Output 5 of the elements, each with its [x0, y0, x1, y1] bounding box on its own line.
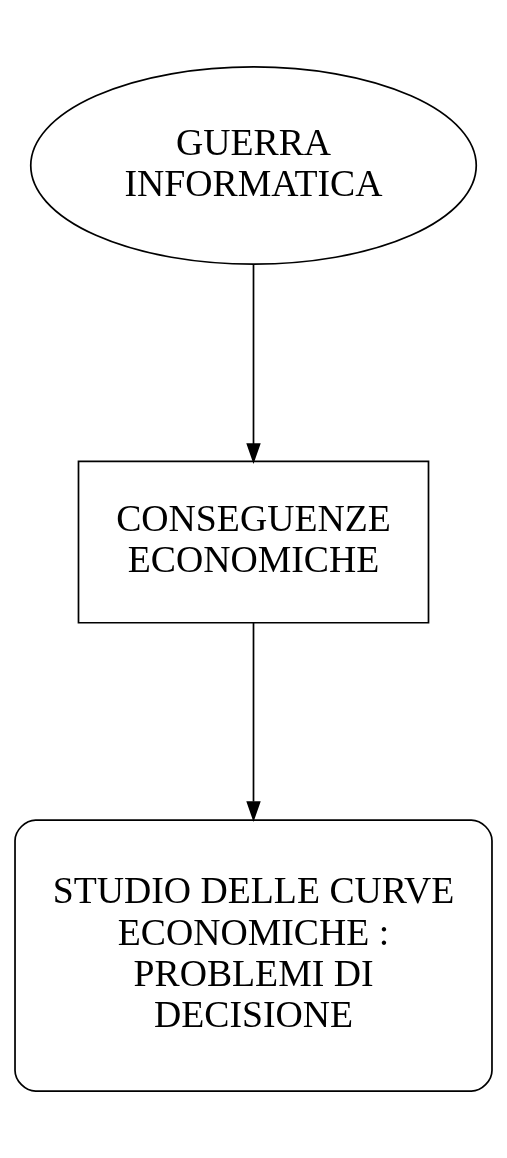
node-box: STUDIO DELLE CURVE ECONOMICHE : PROBLEMI DI DECISIONE: [14, 819, 493, 1092]
node-box: CONSEGUENZE ECONOMICHE: [77, 460, 430, 624]
arrow: [246, 263, 261, 464]
arrow: [246, 622, 261, 822]
node-ellipse: GUERRA INFORMATICA: [29, 66, 478, 266]
